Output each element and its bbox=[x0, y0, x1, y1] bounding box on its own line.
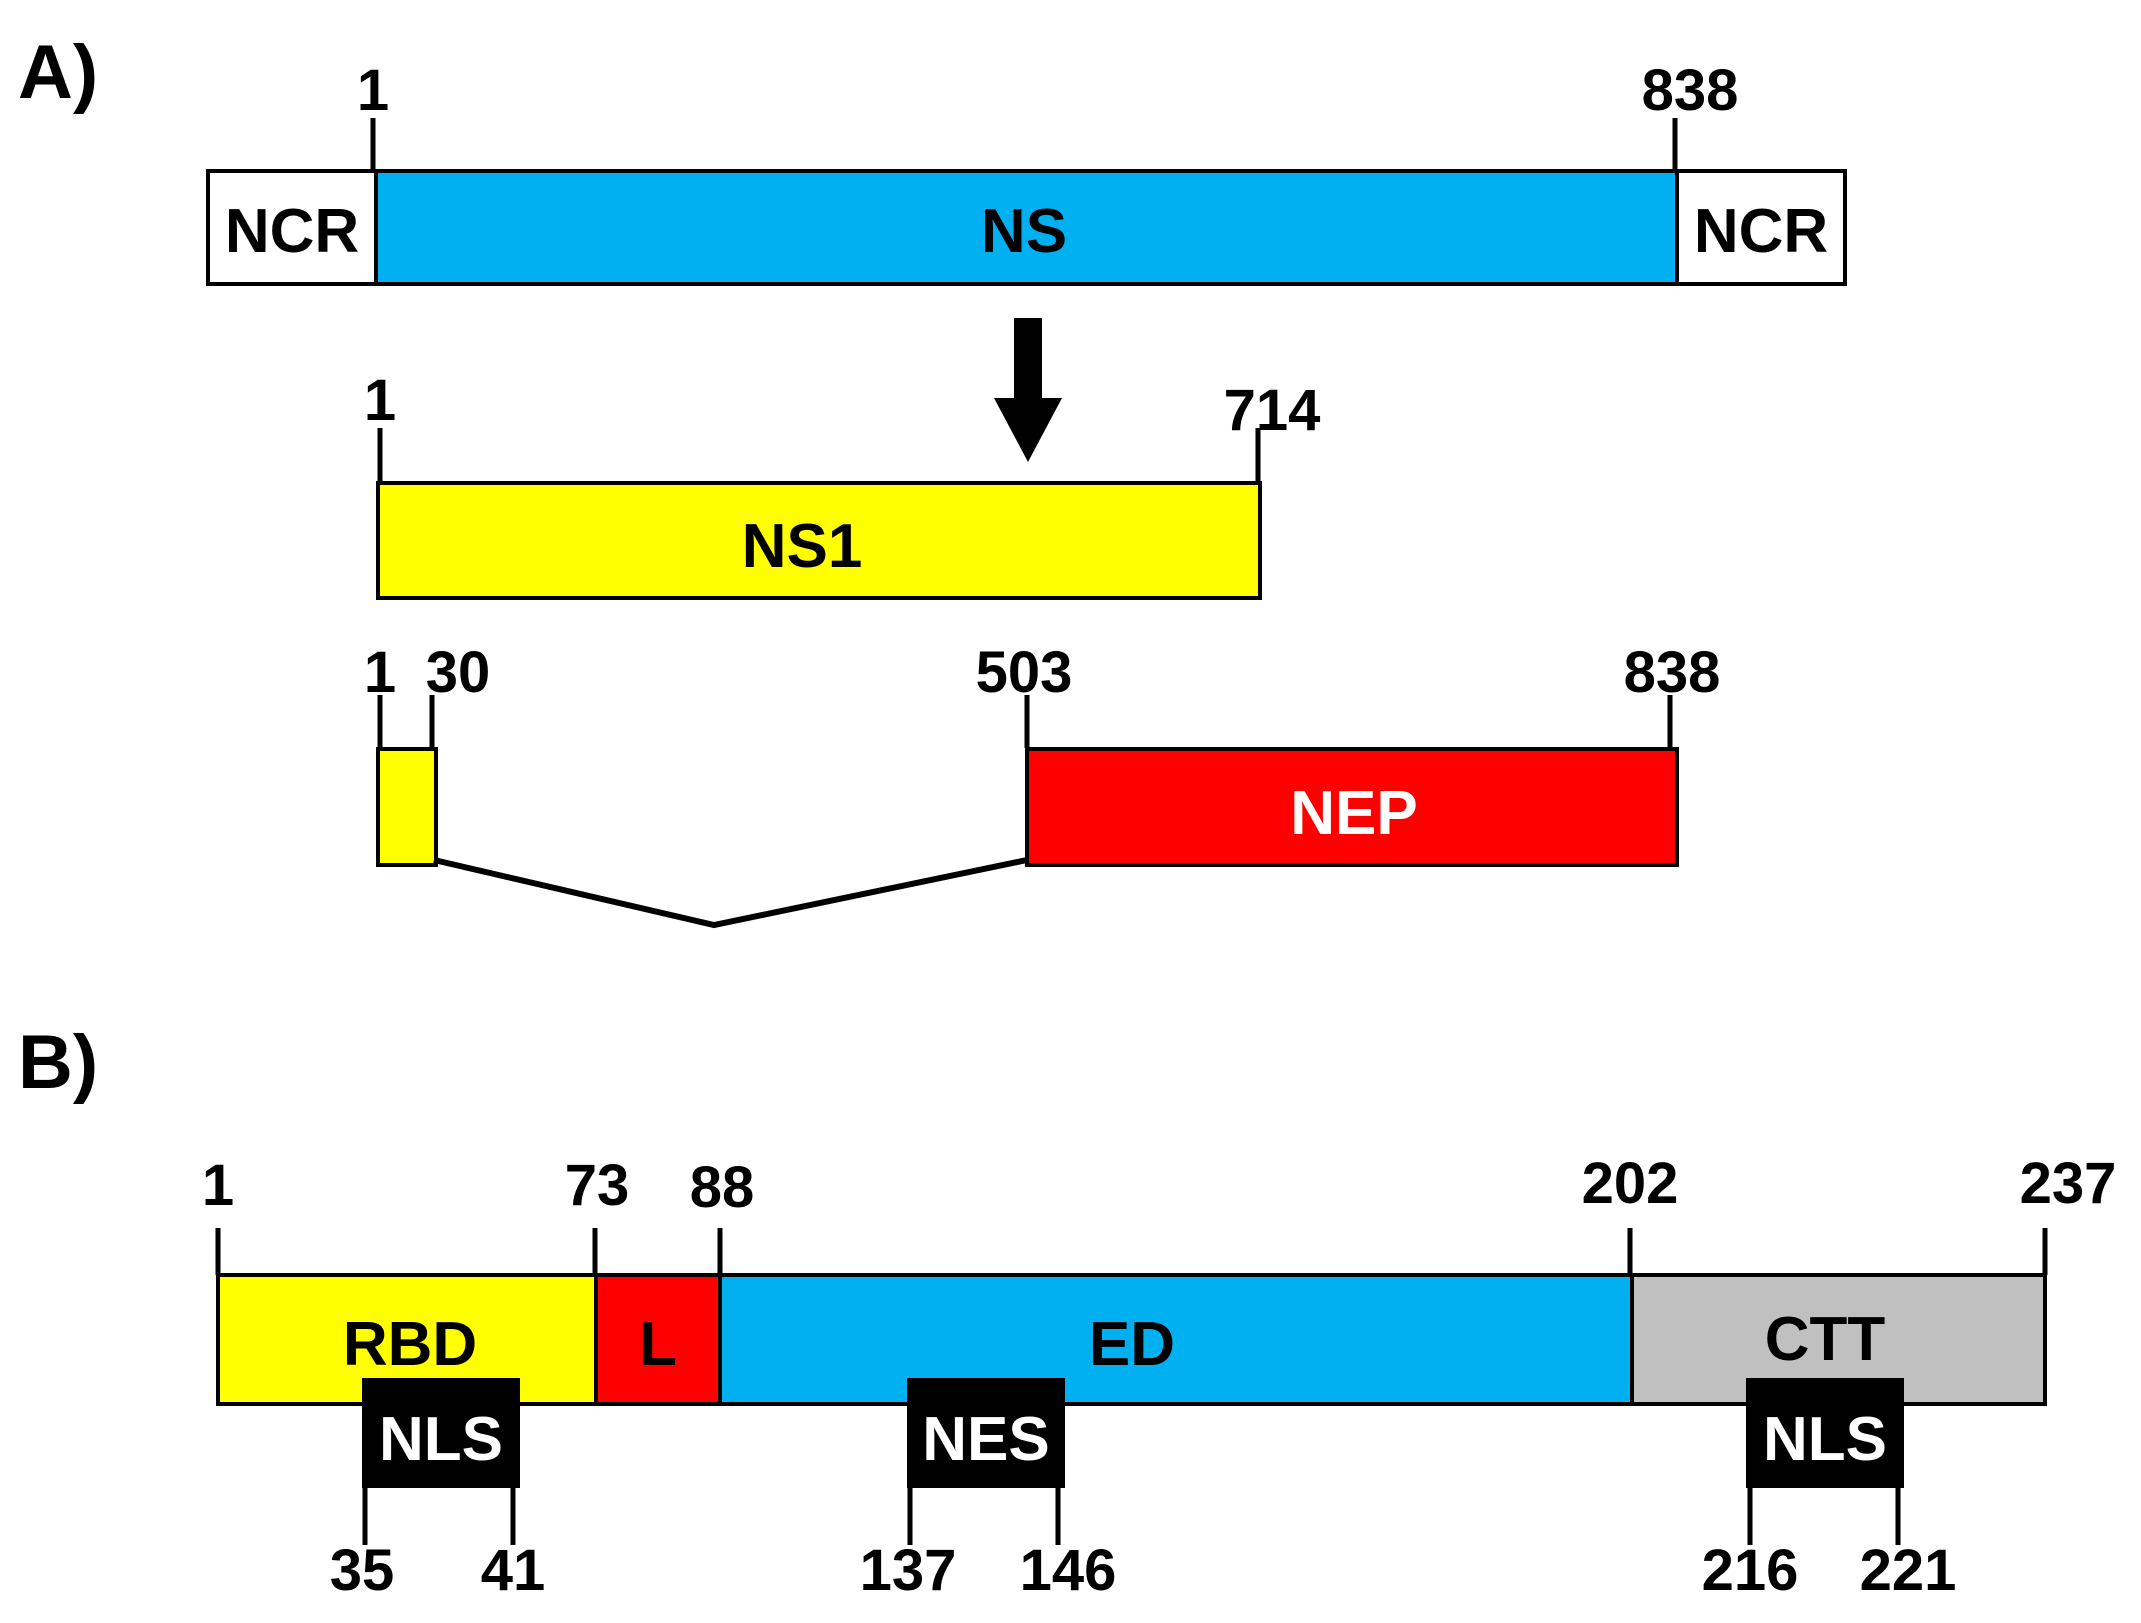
nls2-end-number: 221 bbox=[1860, 1538, 1957, 1603]
nls1-end-number: 41 bbox=[481, 1538, 546, 1603]
nep-exon1-segment bbox=[376, 747, 438, 867]
nep-exon2-end-number: 838 bbox=[1624, 640, 1721, 705]
ncr-5-label: NCR bbox=[225, 197, 359, 266]
nls1-start-number: 35 bbox=[330, 1538, 395, 1603]
down-arrow-icon bbox=[994, 318, 1062, 462]
domain-number-237: 237 bbox=[2020, 1151, 2117, 1216]
ns-label: NS bbox=[981, 197, 1067, 266]
ns1-label: NS1 bbox=[742, 512, 863, 581]
nep-exon2-start-number: 503 bbox=[976, 640, 1073, 705]
nls2-start-number: 216 bbox=[1702, 1538, 1799, 1603]
l-domain bbox=[594, 1273, 722, 1406]
nls-box-2 bbox=[1746, 1378, 1904, 1488]
nep-exon1-end-number: 30 bbox=[426, 640, 491, 705]
domain-number-88: 88 bbox=[690, 1155, 755, 1220]
ns-segment bbox=[374, 169, 1679, 286]
nes-box bbox=[907, 1378, 1065, 1488]
nep-exon1-start-number: 1 bbox=[364, 640, 396, 705]
nls-label-1: NLS bbox=[379, 1405, 503, 1474]
nls-box-1 bbox=[362, 1378, 520, 1488]
ctt-label: CTT bbox=[1765, 1305, 1886, 1374]
ncr-3-segment bbox=[1675, 169, 1847, 286]
panel-a-label: A) bbox=[18, 30, 98, 115]
splice-connector bbox=[433, 857, 1028, 929]
ns-end-number: 838 bbox=[1642, 58, 1739, 123]
rbd-label: RBD bbox=[343, 1310, 477, 1379]
ns1-start-number: 1 bbox=[364, 368, 396, 433]
nep-protein-domain-bar: 1 73 88 202 237 RBD L ED CTT NLS 35 41 N… bbox=[202, 1151, 2117, 1603]
l-label: L bbox=[639, 1310, 677, 1379]
ns-gene-bar: 1 838 NCR NS NCR bbox=[206, 58, 1847, 286]
ed-domain bbox=[718, 1273, 1634, 1406]
nes-start-number: 137 bbox=[860, 1538, 957, 1603]
nep-bar: 1 30 503 838 NEP bbox=[364, 640, 1721, 929]
nls-label-2: NLS bbox=[1763, 1405, 1887, 1474]
ed-label: ED bbox=[1089, 1310, 1175, 1379]
panel-b-label: B) bbox=[18, 1020, 98, 1105]
domain-number-1: 1 bbox=[202, 1153, 234, 1218]
nep-exon2-segment bbox=[1025, 747, 1679, 867]
domain-number-202: 202 bbox=[1582, 1151, 1679, 1216]
nep-label: NEP bbox=[1290, 779, 1417, 848]
ns1-segment bbox=[376, 481, 1262, 600]
ns1-bar: 1 714 NS1 bbox=[364, 368, 1321, 600]
nes-label: NES bbox=[922, 1405, 1049, 1474]
ncr-3-label: NCR bbox=[1694, 197, 1828, 266]
domain-number-73: 73 bbox=[565, 1153, 630, 1218]
ns-start-number: 1 bbox=[357, 58, 389, 123]
ns1-end-number: 714 bbox=[1224, 378, 1321, 443]
nes-end-number: 146 bbox=[1020, 1538, 1117, 1603]
